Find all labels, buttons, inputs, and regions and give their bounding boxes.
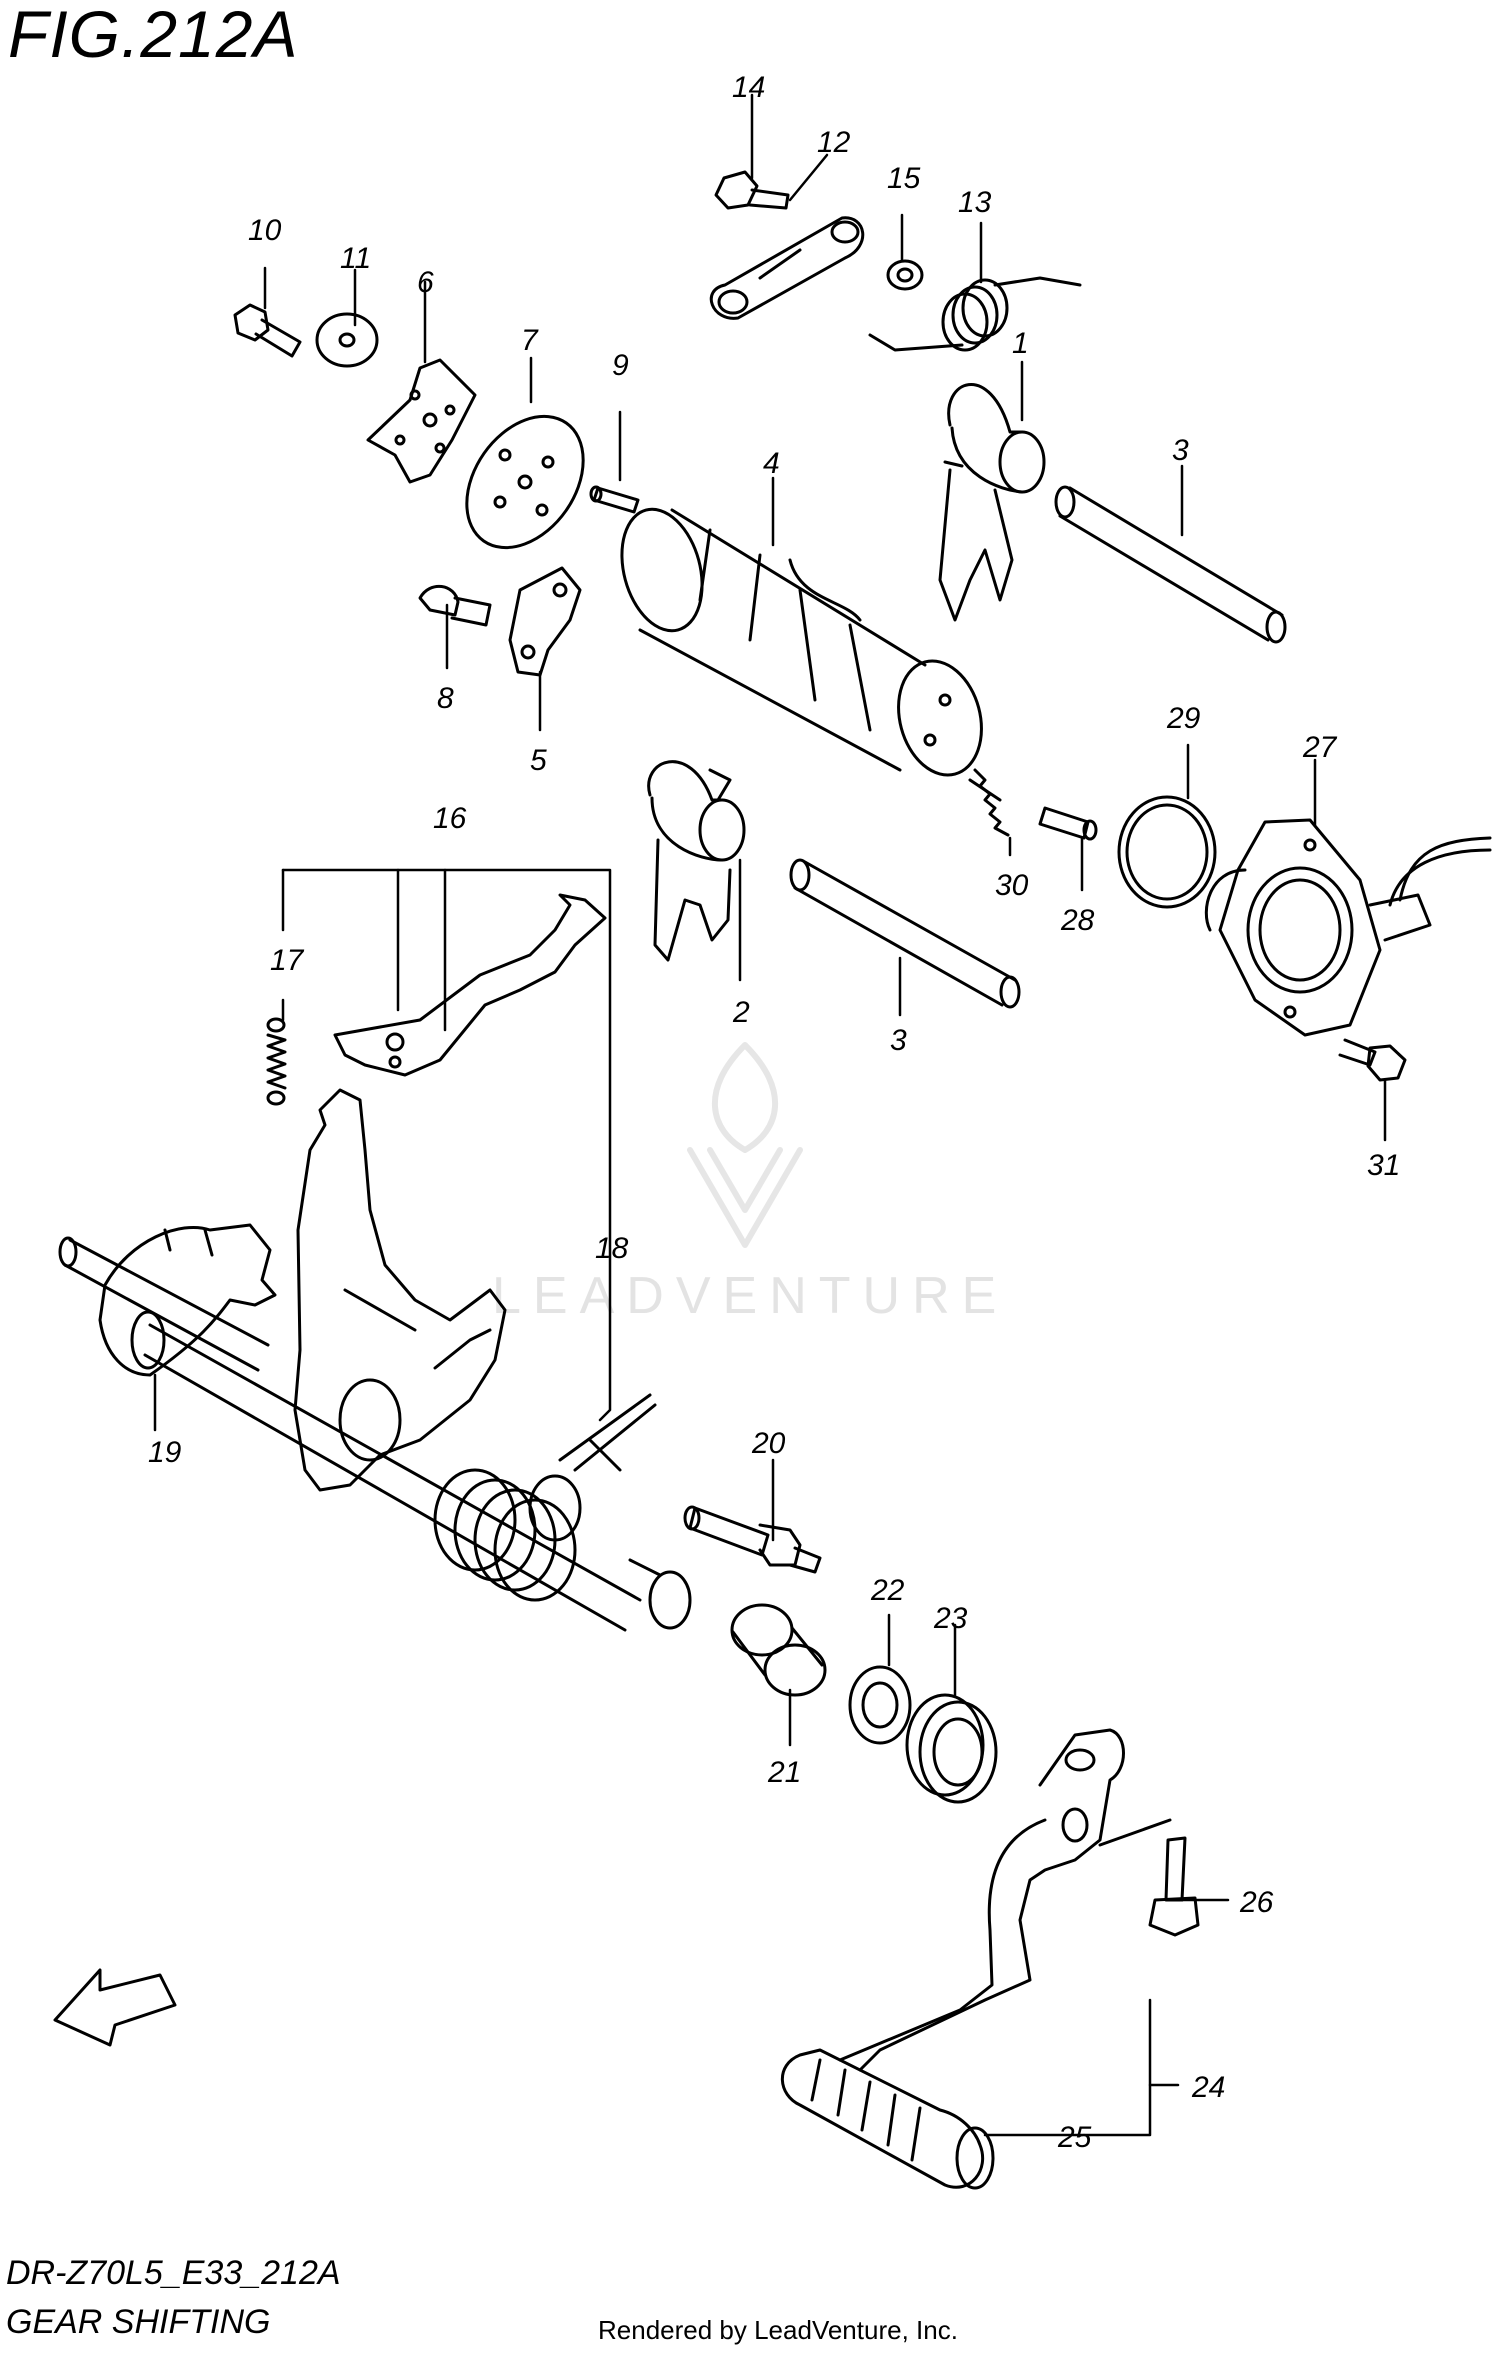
- part-17-spring: [266, 1017, 287, 1106]
- callout-3-upper: 3: [1172, 434, 1189, 467]
- watermark-text: LEADVENTURE: [492, 1267, 1009, 1325]
- callout-12: 12: [817, 126, 851, 159]
- part-23-oil-seal: [905, 1693, 998, 1804]
- callout-5: 5: [530, 744, 547, 777]
- callout-4: 4: [763, 447, 780, 480]
- callout-2: 2: [732, 996, 750, 1029]
- part-4-shift-drum: [620, 507, 983, 777]
- callout-13: 13: [958, 186, 992, 219]
- figure-name: GEAR SHIFTING: [6, 2303, 271, 2341]
- callout-21: 21: [767, 1756, 801, 1789]
- callout-7: 7: [521, 324, 539, 357]
- fwd-label: FWD: [93, 1977, 159, 2024]
- part-2-shift-fork: [647, 760, 746, 962]
- part-5-stopper: [508, 566, 582, 677]
- callout-27: 27: [1302, 731, 1338, 764]
- part-20-bolt: [683, 1505, 822, 1574]
- part-29-o-ring: [1117, 795, 1217, 909]
- callout-6: 6: [417, 266, 434, 299]
- fwd-arrow-icon: [53, 1968, 177, 2047]
- callout-25: 25: [1057, 2121, 1092, 2154]
- part-14-bolt: [714, 170, 790, 210]
- part-3-shaft-upper: [1054, 485, 1287, 644]
- callout-17: 17: [270, 944, 305, 977]
- callout-30: 30: [995, 869, 1029, 902]
- callout-9: 9: [612, 349, 629, 382]
- part-30-spring: [968, 768, 1010, 837]
- part-6-plate: [366, 358, 477, 484]
- callout-8: 8: [437, 682, 454, 715]
- callout-16: 16: [433, 802, 467, 835]
- part-11-washer: [315, 312, 379, 368]
- part-22-washer: [848, 1665, 912, 1745]
- callout-22: 22: [870, 1574, 905, 1607]
- callout-3-lower: 3: [890, 1024, 907, 1057]
- figure-title: FIG.212A: [8, 0, 299, 71]
- callout-29: 29: [1166, 702, 1201, 735]
- callout-14: 14: [732, 71, 765, 104]
- callout-15: 15: [887, 162, 921, 195]
- part-10-bolt: [233, 303, 302, 358]
- part-15-washer: [886, 259, 924, 291]
- leader-lines: [153, 93, 1387, 2137]
- part-24-shift-pedal: [838, 1728, 1172, 2072]
- callout-11: 11: [340, 242, 371, 275]
- rendered-by-credit: Rendered by LeadVenture, Inc.: [598, 2315, 958, 2345]
- part-21-collar: [730, 1603, 827, 1697]
- part-12-arm: [709, 216, 865, 320]
- callout-10: 10: [248, 214, 282, 247]
- part-19-plate: [98, 1223, 277, 1377]
- part-31-bolt: [1338, 1038, 1407, 1082]
- part-13-spring: [868, 276, 1082, 352]
- callout-24: 24: [1191, 2071, 1225, 2104]
- callout-23: 23: [933, 1602, 968, 1635]
- callout-19: 19: [148, 1436, 182, 1469]
- watermark-logo-icon: [687, 1042, 803, 1248]
- callout-26: 26: [1239, 1886, 1274, 1919]
- part-1-shift-fork: [938, 383, 1046, 622]
- part-3-shaft-lower: [789, 858, 1021, 1009]
- callout-1: 1: [1012, 327, 1029, 360]
- part-8-screw: [418, 584, 492, 627]
- part-7-cam-plate: [465, 414, 585, 550]
- callout-28: 28: [1060, 904, 1095, 937]
- part-9-pin: [589, 485, 640, 514]
- callout-20: 20: [751, 1427, 786, 1460]
- part-27-switch: [1204, 818, 1492, 1037]
- part-18-shift-shaft: [58, 1088, 692, 1632]
- figure-code: DR-Z70L5_E33_212A: [6, 2254, 341, 2292]
- callout-31: 31: [1367, 1149, 1400, 1182]
- part-16-shift-pawl: [333, 893, 607, 1077]
- part-25-pedal-rubber: [780, 2048, 995, 2190]
- part-28-pin: [1038, 806, 1098, 841]
- callout-18: 18: [595, 1232, 629, 1265]
